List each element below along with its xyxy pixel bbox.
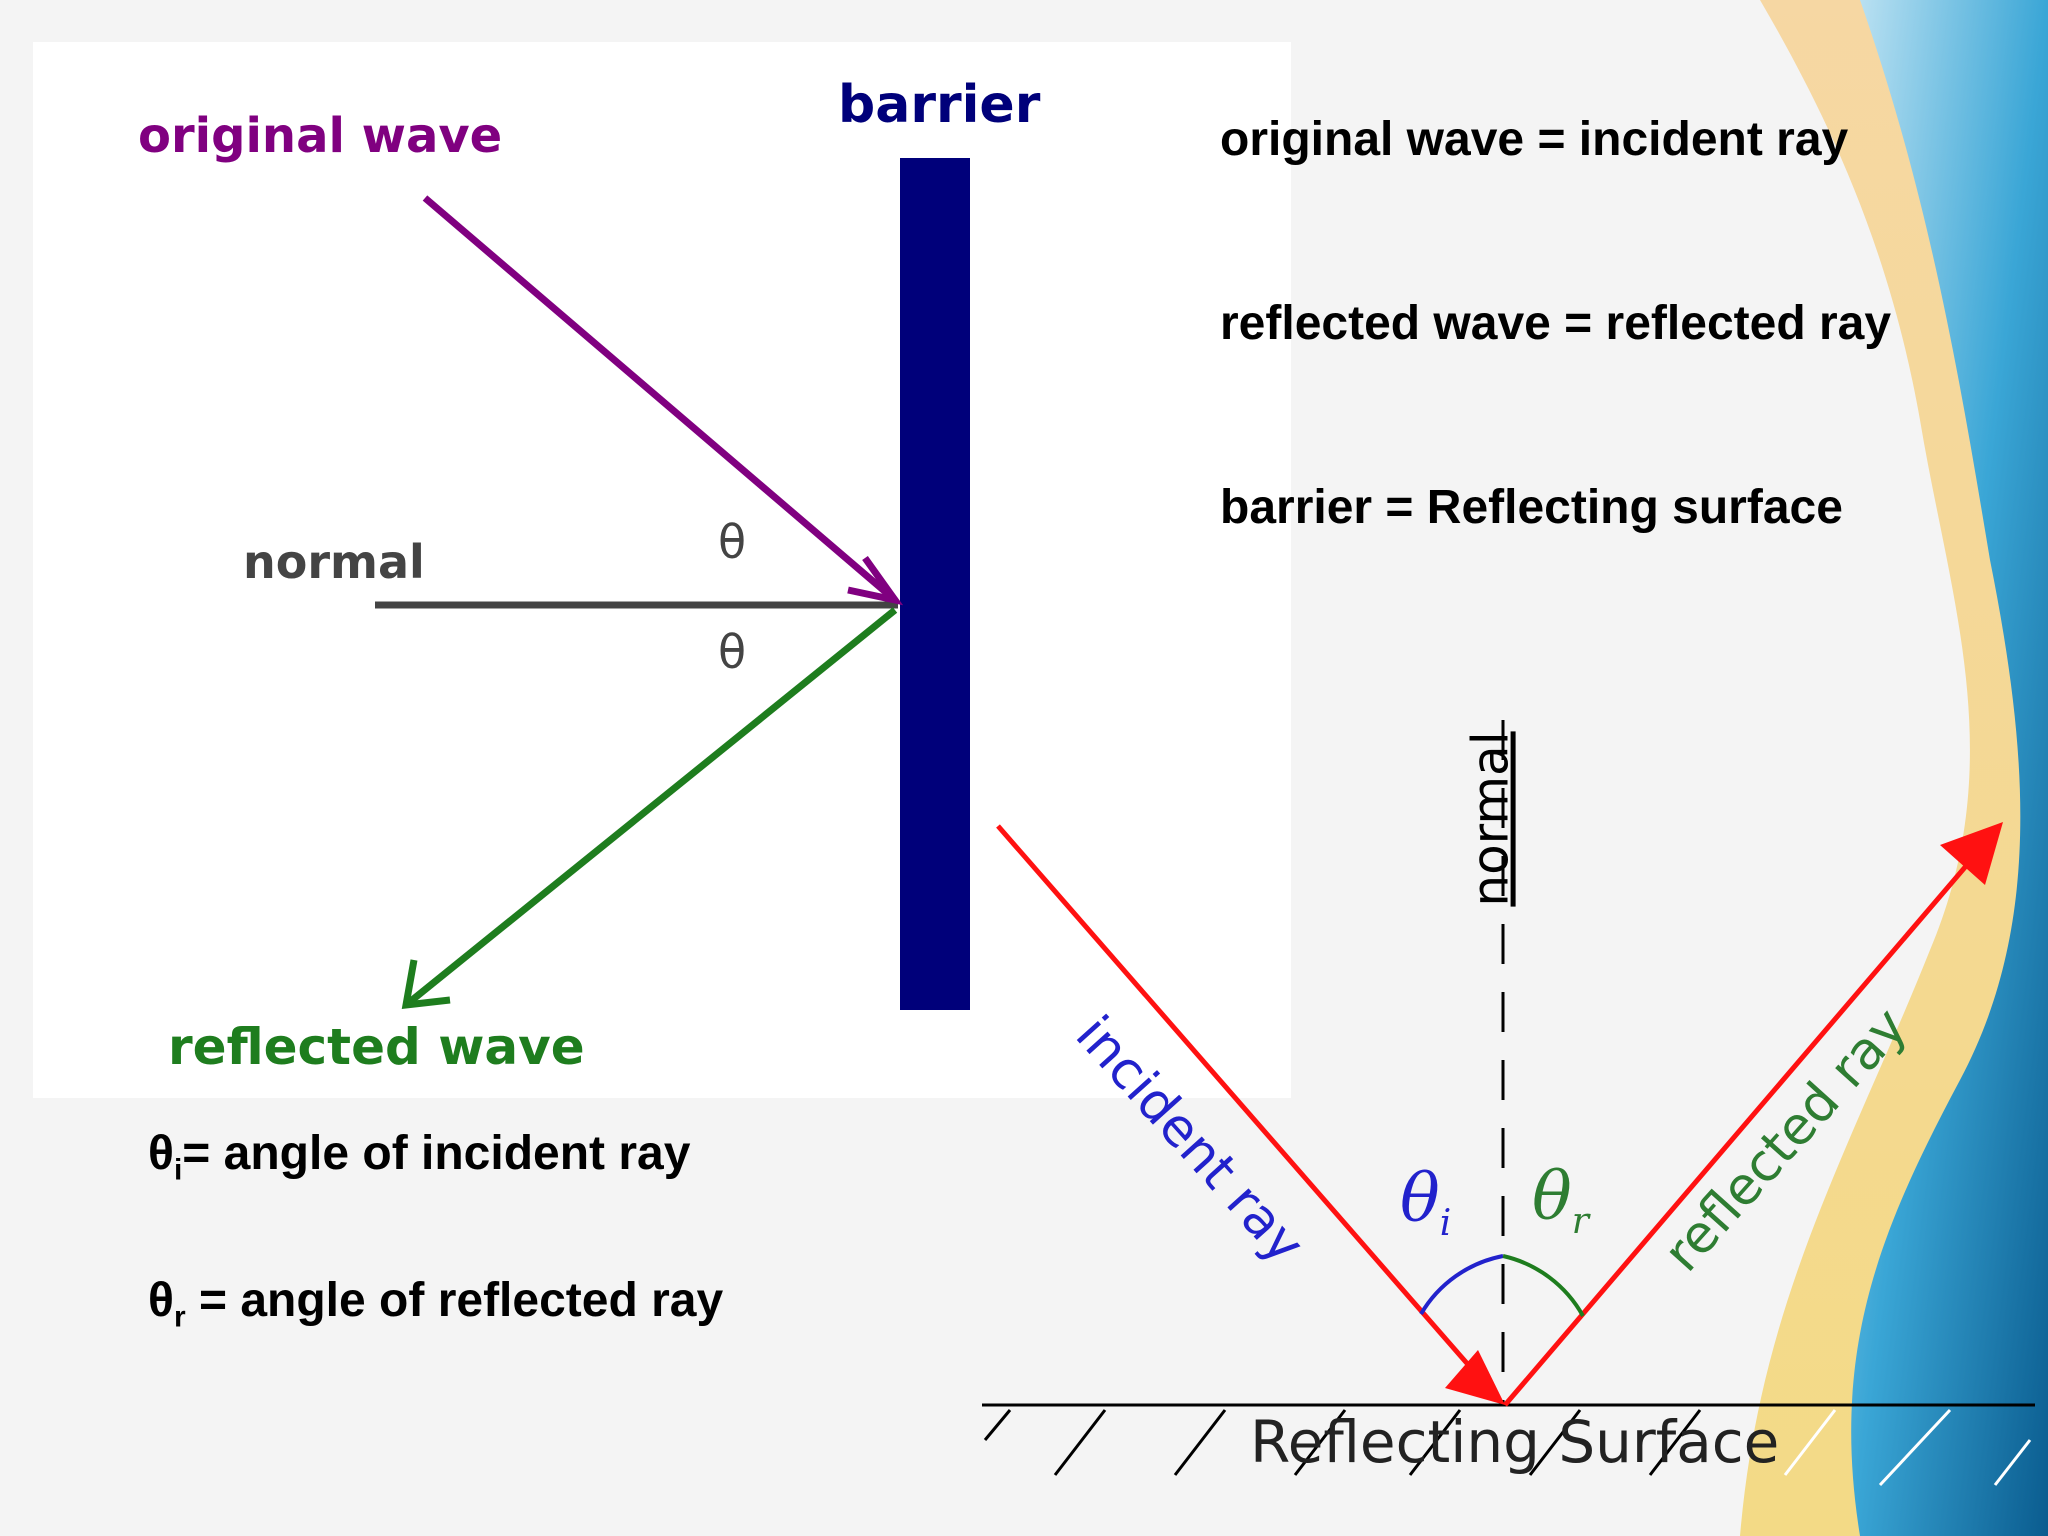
theta-i-definition: θi= angle of incident ray bbox=[148, 1126, 690, 1188]
subscript-r: r bbox=[173, 1300, 186, 1334]
barrier-label: barrier bbox=[838, 75, 1041, 135]
theta-i-text: = angle of incident ray bbox=[182, 1127, 691, 1180]
theta-r-text: = angle of reflected ray bbox=[185, 1274, 724, 1327]
angle-arc-reflected bbox=[1502, 1254, 1585, 1317]
incident-ray bbox=[996, 824, 1494, 1394]
theta-i-sub: i bbox=[1439, 1203, 1452, 1245]
blue-swoosh bbox=[1851, 0, 2048, 1536]
incident-arrowhead bbox=[1445, 1350, 1505, 1405]
normal-label: normal bbox=[243, 535, 425, 589]
theta-i-symbol: θi bbox=[1400, 1160, 1451, 1244]
original-wave-label: original wave bbox=[138, 108, 503, 164]
theta-symbol: θ bbox=[148, 1127, 174, 1180]
original-wave-arrow bbox=[422, 195, 898, 603]
surface-hatching bbox=[983, 1408, 2032, 1487]
reflected-wave-arrowhead bbox=[401, 959, 451, 1010]
reflected-wave-label: reflected wave bbox=[168, 1018, 585, 1076]
theta-upper: θ bbox=[718, 515, 747, 569]
theta-symbol: θ bbox=[148, 1274, 174, 1327]
subscript-i: i bbox=[173, 1153, 183, 1187]
right-normal-label: normal bbox=[1461, 731, 1520, 907]
theta-r-char: θ bbox=[1532, 1158, 1572, 1235]
angle-arc-incident bbox=[1419, 1254, 1504, 1316]
original-wave-arrowhead bbox=[847, 555, 904, 606]
theta-lower: θ bbox=[718, 625, 747, 679]
definition-incident: original wave = incident ray bbox=[1220, 113, 1849, 166]
definition-barrier: barrier = Reflecting surface bbox=[1220, 481, 1843, 534]
reflected-wave-arrow bbox=[403, 607, 898, 1008]
theta-r-definition: θr = angle of reflected ray bbox=[148, 1273, 723, 1335]
reflected-ray bbox=[1503, 836, 1992, 1407]
theta-r-sub: r bbox=[1571, 1201, 1589, 1243]
theta-i-char: θ bbox=[1400, 1160, 1440, 1237]
reflecting-surface-label: Reflecting Surface bbox=[1250, 1408, 1780, 1476]
reflected-arrowhead bbox=[1940, 822, 2003, 885]
definition-reflected: reflected wave = reflected ray bbox=[1220, 297, 1892, 350]
theta-r-symbol: θr bbox=[1532, 1158, 1589, 1242]
barrier-bar bbox=[900, 158, 970, 1010]
